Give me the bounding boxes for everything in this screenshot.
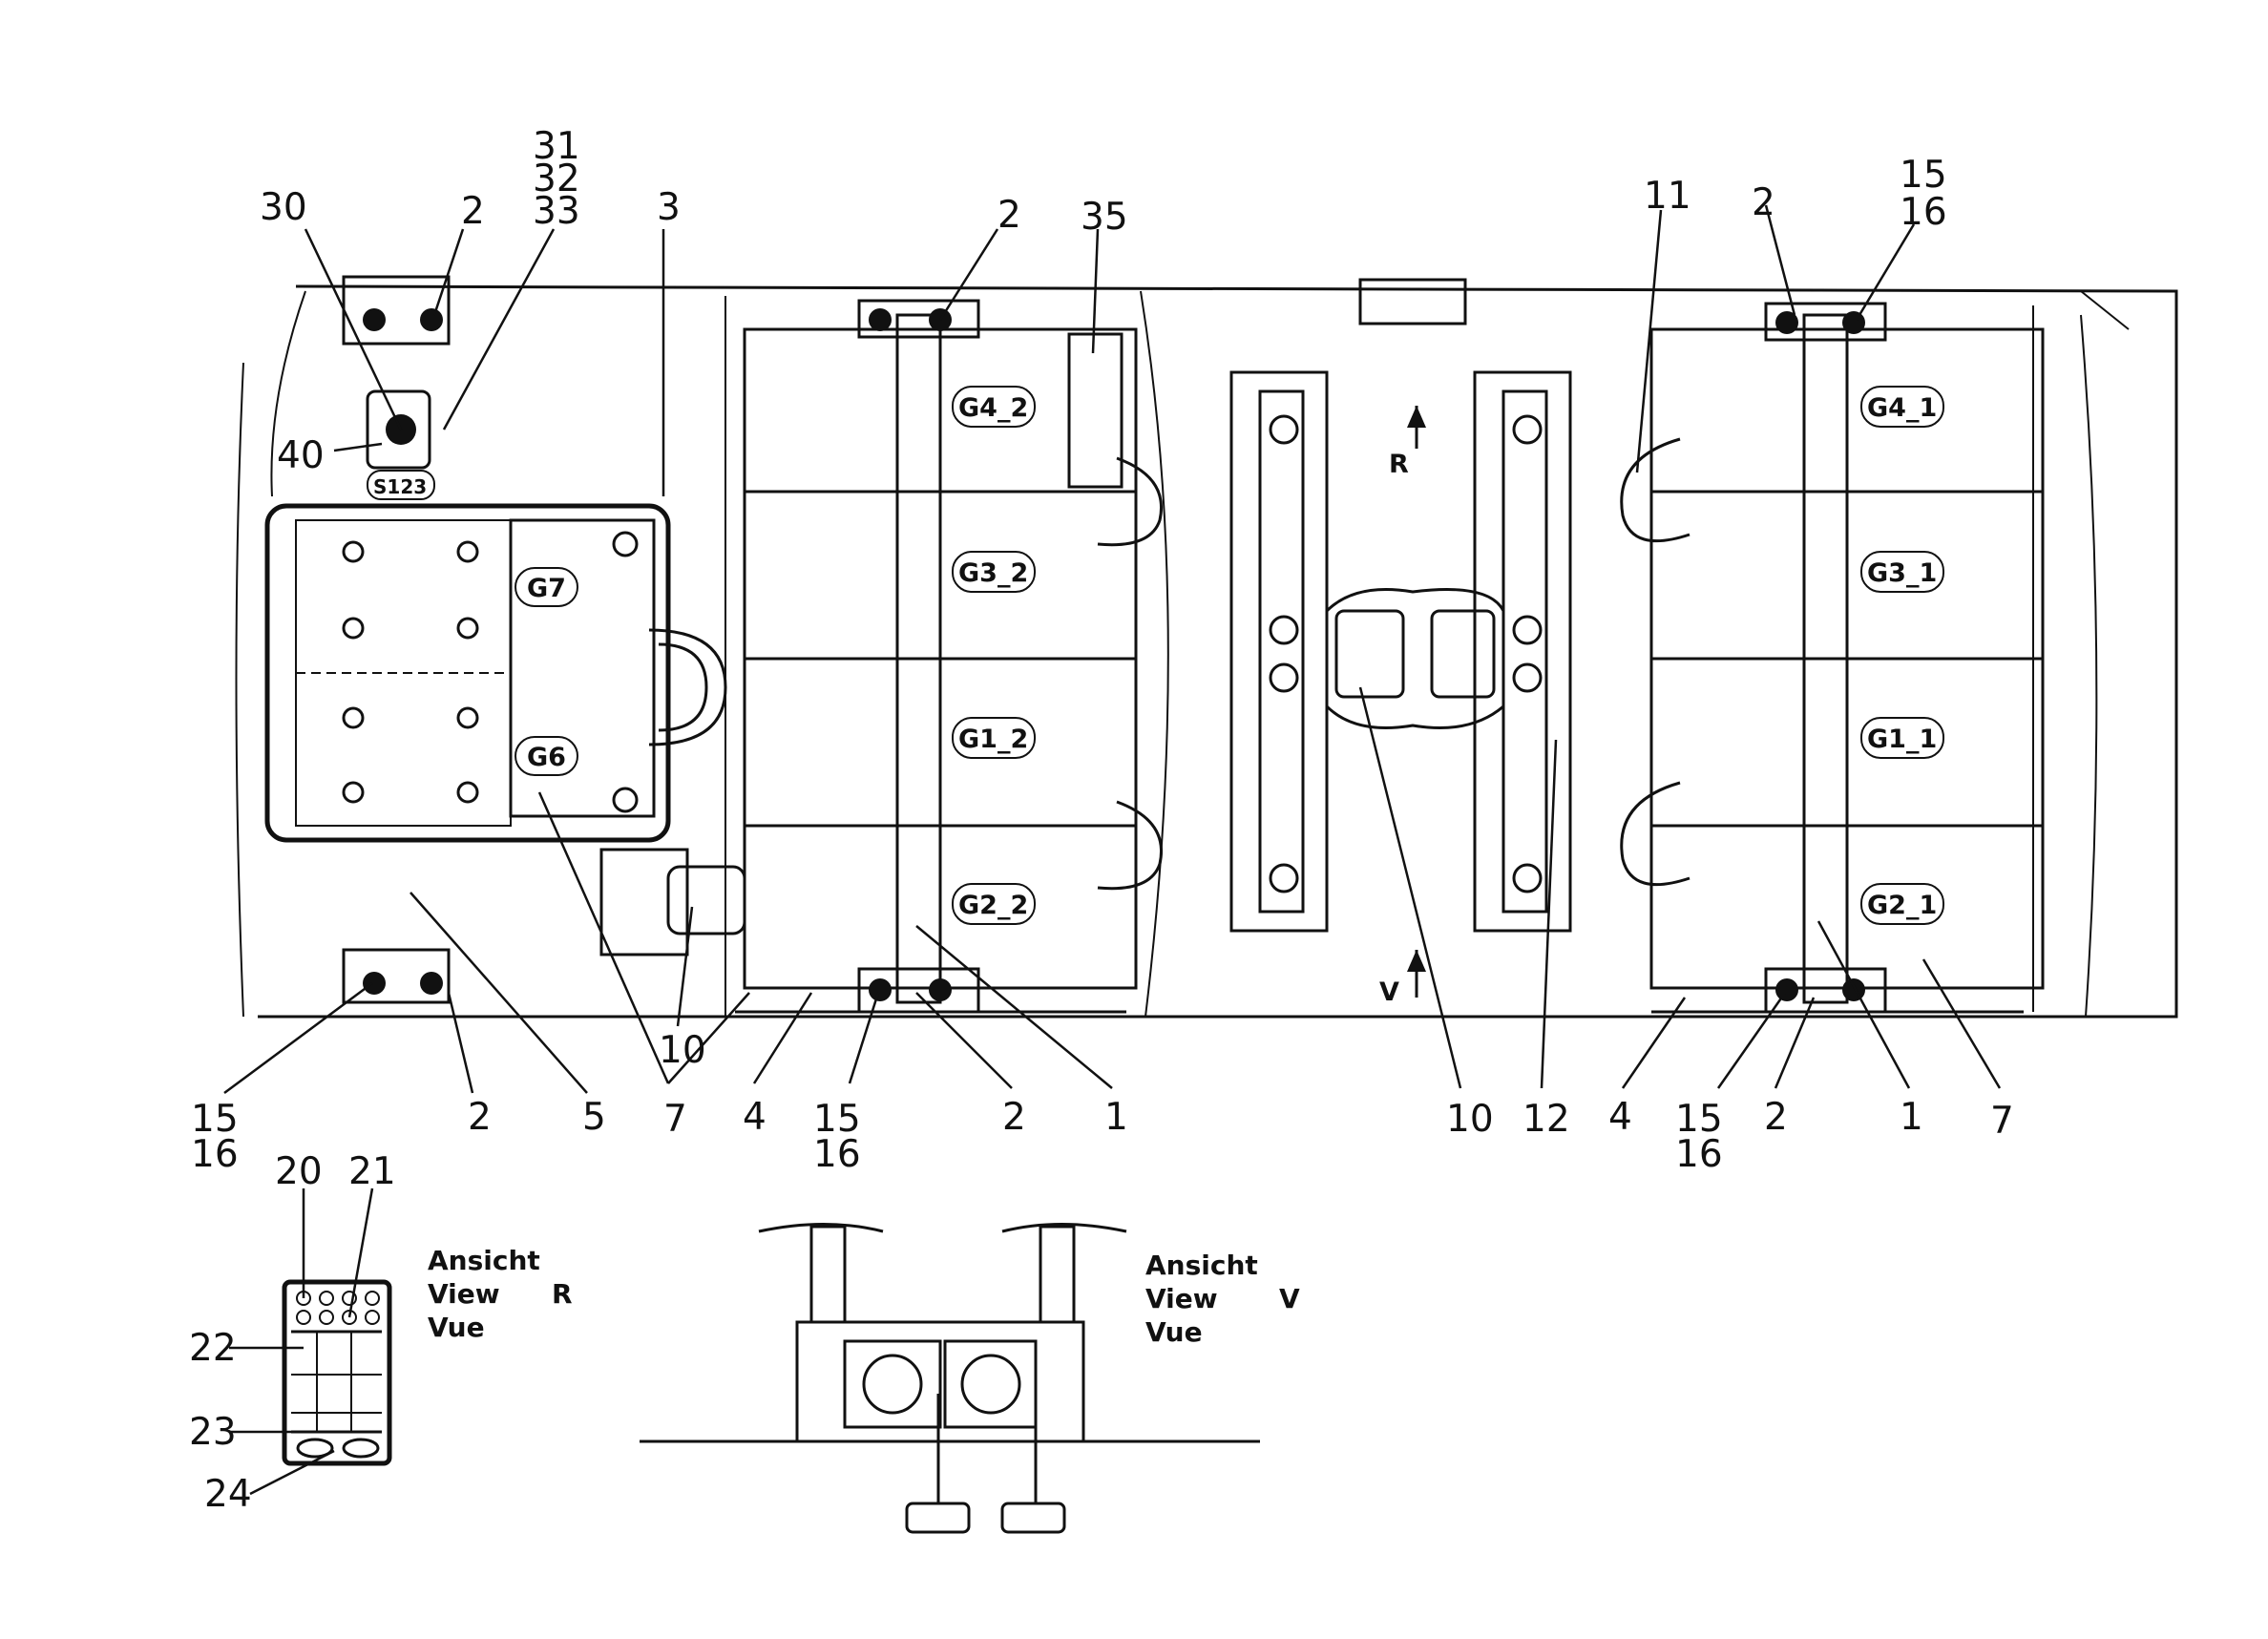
battery-label-g4-1: G4_1 <box>1867 393 1937 423</box>
terminal-bolt <box>1842 978 1865 1001</box>
terminal-bolt <box>1842 311 1865 334</box>
callout-2: 2 <box>1764 1096 1788 1139</box>
callout-33: 33 <box>533 190 580 233</box>
battery-label-g2-2: G2_2 <box>958 891 1028 920</box>
terminal-bolt <box>420 972 443 995</box>
battery-label-g7: G7 <box>527 574 566 603</box>
terminal-bolt <box>1775 311 1798 334</box>
callout-4: 4 <box>743 1096 766 1139</box>
callout-15: 15 <box>1675 1098 1723 1141</box>
terminal-bolt <box>363 972 386 995</box>
battery-labels: G4_2 G3_2 G1_2 G2_2 G4_1 G3_1 G1_1 G2_1 … <box>367 386 1944 925</box>
callout-32: 32 <box>533 158 580 200</box>
callout-24: 24 <box>204 1473 252 1516</box>
callout-5: 5 <box>582 1096 606 1139</box>
callout-40: 40 <box>277 434 325 477</box>
callout-15: 15 <box>813 1098 861 1141</box>
callout-10: 10 <box>659 1029 706 1072</box>
battery-stack-1 <box>1620 302 2045 1014</box>
callout-35: 35 <box>1081 196 1128 239</box>
callout-21: 21 <box>348 1150 396 1193</box>
leader-lines <box>223 204 2002 1496</box>
callout-16: 16 <box>1675 1133 1723 1176</box>
callout-labels: 31 32 33 30 2 3 2 35 11 2 15 16 40 15 16… <box>189 125 2014 1516</box>
callout-4: 4 <box>1608 1096 1632 1139</box>
callout-2: 2 <box>468 1096 492 1139</box>
arrow-label-r: R <box>1389 450 1409 479</box>
view-v-letter: V <box>1279 1283 1300 1314</box>
left-battery-block <box>264 275 746 1004</box>
callout-1: 1 <box>1900 1096 1923 1139</box>
callout-20: 20 <box>275 1150 323 1193</box>
callout-15: 15 <box>191 1098 239 1141</box>
callout-15: 15 <box>1900 154 1947 197</box>
view-r-line2: View <box>428 1278 500 1310</box>
view-v-line3: Vue <box>1145 1316 1203 1348</box>
battery-label-g6: G6 <box>527 743 566 772</box>
callout-22: 22 <box>189 1327 237 1370</box>
callout-16: 16 <box>1900 191 1947 234</box>
battery-label-g4-2: G4_2 <box>958 393 1028 423</box>
terminal-bolt <box>363 308 386 331</box>
callout-23: 23 <box>189 1411 237 1454</box>
callout-12: 12 <box>1522 1098 1570 1141</box>
callout-2: 2 <box>461 190 485 233</box>
battery-label-g3-1: G3_1 <box>1867 558 1937 588</box>
callout-2: 2 <box>1002 1096 1026 1139</box>
callout-31: 31 <box>533 125 580 168</box>
view-v-line1: Ansicht <box>1145 1250 1258 1281</box>
terminal-bolt <box>869 978 892 1001</box>
terminal-bolt <box>420 308 443 331</box>
callout-30: 30 <box>260 186 307 229</box>
callout-1: 1 <box>1104 1096 1128 1139</box>
terminal-bolt <box>1775 978 1798 1001</box>
callout-10: 10 <box>1446 1098 1494 1141</box>
terminal-bolt <box>869 308 892 331</box>
callout-2: 2 <box>1752 181 1775 224</box>
view-v-detail <box>640 1223 1260 1534</box>
battery-stack-2 <box>735 299 1163 1014</box>
terminal-bolt <box>929 978 952 1001</box>
callout-7: 7 <box>663 1098 687 1141</box>
view-v-caption: Ansicht View Vue V <box>1145 1250 1300 1348</box>
view-r-line1: Ansicht <box>428 1245 540 1276</box>
battery-label-g1-1: G1_1 <box>1867 725 1937 754</box>
battery-label-g3-2: G3_2 <box>958 558 1028 588</box>
view-r-line3: Vue <box>428 1312 485 1343</box>
rails-and-connectors <box>1229 370 1572 998</box>
view-r-detail <box>282 1279 392 1466</box>
callout-2: 2 <box>998 194 1021 237</box>
battery-label-g1-2: G1_2 <box>958 725 1028 754</box>
battery-label-g2-1: G2_1 <box>1867 891 1937 920</box>
arrow-label-v: V <box>1379 977 1399 1007</box>
view-r-letter: R <box>552 1278 573 1310</box>
switch-label-s123: S123 <box>373 475 427 498</box>
view-v-line2: View <box>1145 1283 1218 1314</box>
callout-7: 7 <box>1990 1100 2014 1143</box>
callout-16: 16 <box>191 1133 239 1176</box>
callout-11: 11 <box>1644 175 1691 218</box>
callout-16: 16 <box>813 1133 861 1176</box>
callout-3: 3 <box>657 186 681 229</box>
view-r-caption: Ansicht View Vue R <box>428 1245 573 1343</box>
